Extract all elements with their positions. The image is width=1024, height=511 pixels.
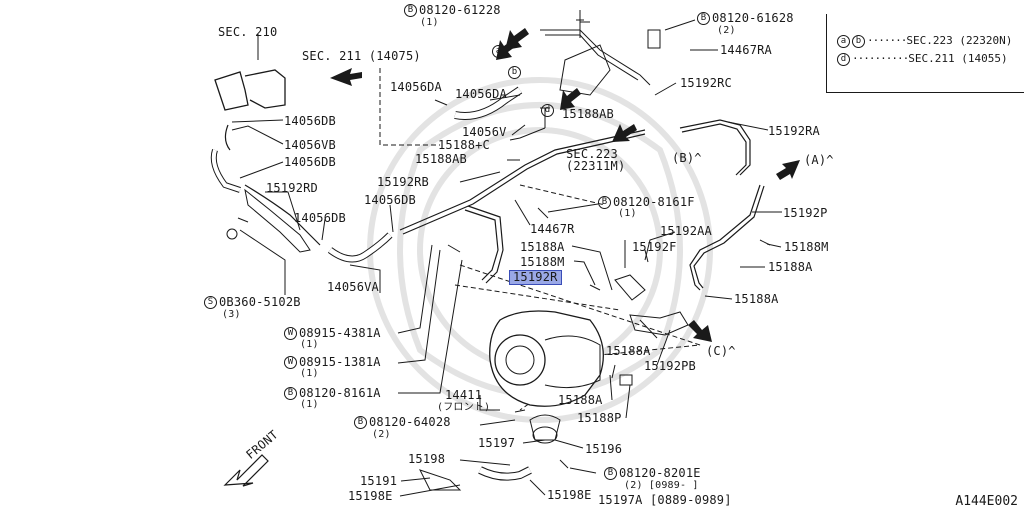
label-15188AB-1: 15188AB	[562, 107, 614, 121]
label-bolt-8161A-qty: (1)	[300, 399, 319, 410]
label-14056VB: 14056VB	[284, 138, 336, 152]
legend-text-2: SEC.211 (14055)	[908, 52, 1008, 65]
marker-d-icon: d	[837, 52, 850, 66]
label-15188A-5: 15188A	[558, 393, 603, 407]
label-15192RD: 15192RD	[266, 181, 318, 195]
label-bolt-8161F-qty: (1)	[618, 208, 637, 219]
label-sec223-code: (22311M)	[566, 159, 626, 173]
marker-b-bolt-icon: B	[284, 387, 297, 400]
direction-arrows	[330, 28, 800, 342]
label-14056DB-2: 14056DB	[284, 155, 336, 169]
label-sec211: SEC. 211 (14075)	[302, 49, 421, 63]
label-15198: 15198	[408, 452, 446, 466]
marker-b-bolt-icon: B	[598, 196, 611, 209]
label-15196: 15196	[585, 442, 623, 456]
label-sec210: SEC. 210	[218, 25, 278, 39]
label-15192PB: 15192PB	[644, 359, 696, 373]
label-14056DB-1: 14056DB	[284, 114, 336, 128]
label-sec223: SEC.223	[566, 147, 618, 161]
label-15191: 15191	[360, 474, 398, 488]
label-14467RA: 14467RA	[720, 43, 772, 57]
label-15192RB: 15192RB	[377, 175, 429, 189]
label-15198E-1: 15198E	[348, 489, 393, 503]
label-15188M-1: 15188M	[784, 240, 829, 254]
label-15188P: 15188P	[577, 411, 622, 425]
label-15192P: 15192P	[783, 206, 828, 220]
label-15197: 15197	[478, 436, 516, 450]
marker-b-bolt-icon: B	[354, 416, 367, 429]
label-arrow-B[interactable]: (B)^	[672, 151, 702, 165]
marker-w-icon: W	[284, 327, 297, 340]
marker-b-icon: b	[852, 34, 865, 48]
label-15188A-2: 15188A	[768, 260, 813, 274]
legend-text-1: SEC.223 (22320N)	[906, 34, 1013, 47]
label-14411: 14411	[445, 388, 483, 402]
label-15188A-1: 15188A	[520, 240, 565, 254]
label-15188A-3: 15188A	[734, 292, 779, 306]
diagram-code: A144E002	[955, 494, 1018, 509]
label-14411-sub: (フロント)	[437, 402, 491, 413]
label-15192F: 15192F	[632, 240, 677, 254]
label-15188A-4: 15188A	[606, 344, 651, 358]
legend-row-2: d··········SEC.211 (14055)	[837, 52, 1008, 66]
label-15192R-highlighted[interactable]: 15192R	[509, 270, 562, 285]
marker-b-bolt-icon: B	[604, 467, 617, 480]
label-15188AB-2: 15188AB	[415, 152, 467, 166]
label-washer-1-qty: (1)	[300, 339, 319, 350]
label-bolt-8201-qty: (2) [0989- ]	[624, 480, 699, 491]
callout-d-icon: d	[541, 104, 554, 117]
label-screw-qty: (3)	[222, 309, 241, 320]
label-bolt-6402-qty: (2)	[372, 429, 391, 440]
label-15197A: 15197A [0889-0989]	[598, 493, 732, 507]
label-14056DA-2: 14056DA	[455, 87, 507, 101]
label-14056DB-4: 14056DB	[294, 211, 346, 225]
marker-b-bolt-icon: B	[404, 4, 417, 17]
label-14056V: 14056V	[462, 125, 507, 139]
label-arrow-C[interactable]: (C)^	[706, 344, 736, 358]
callout-b-icon: b	[508, 66, 521, 79]
marker-b-bolt-icon: B	[697, 12, 710, 25]
label-arrow-A[interactable]: (A)^	[804, 153, 834, 167]
marker-s-icon: S	[204, 296, 217, 309]
label-14056VA: 14056VA	[327, 280, 379, 294]
callout-a-icon: a	[492, 45, 505, 58]
label-washer-2-qty: (1)	[300, 368, 319, 379]
label-15198E-2: 15198E	[547, 488, 592, 502]
marker-a-icon: a	[837, 34, 850, 48]
label-14056DA-1: 14056DA	[390, 80, 442, 94]
label-bolt-tr-qty: (2)	[717, 25, 736, 36]
label-15192AA: 15192AA	[660, 224, 712, 238]
label-14056DB-3: 14056DB	[364, 193, 416, 207]
label-15188M-2: 15188M	[520, 255, 565, 269]
label-14467R: 14467R	[530, 222, 575, 236]
label-15192RC: 15192RC	[680, 76, 732, 90]
label-15188C: 15188+C	[438, 138, 490, 152]
marker-w-icon: W	[284, 356, 297, 369]
label-bolt-top-qty: (1)	[420, 17, 439, 28]
label-15192RA: 15192RA	[768, 124, 820, 138]
